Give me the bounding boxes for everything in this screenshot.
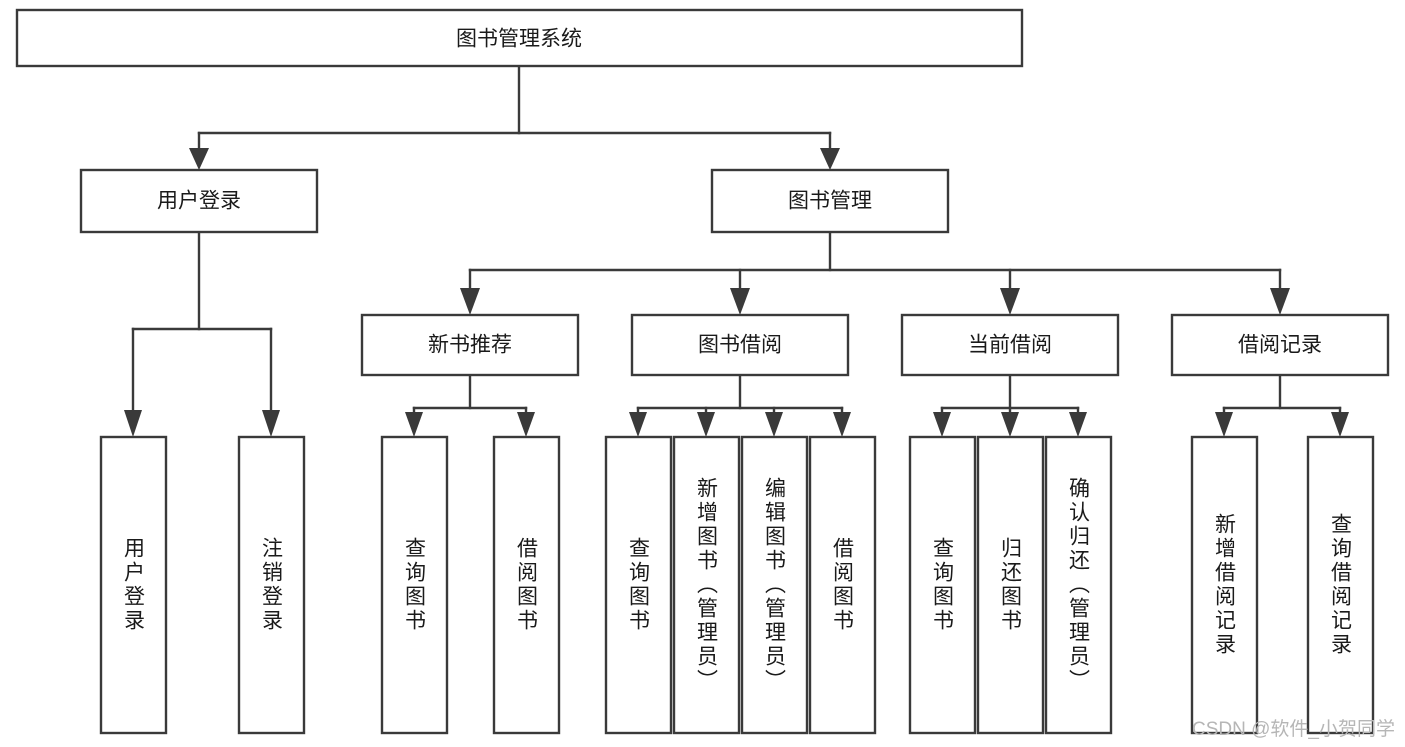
leaf-current-borrow-2-label: 确认归还（管理员）: [1067, 477, 1091, 693]
node-user-login[interactable]: 用户登录: [79, 168, 319, 234]
leaf-borrow-record-1-label: 查询借阅记录: [1329, 513, 1353, 657]
node-user-login-box[interactable]: [79, 168, 319, 234]
arrow-head-icon: [1069, 412, 1087, 437]
node-root[interactable]: 图书管理系统: [15, 8, 1024, 68]
node-book-management-label: 图书管理: [788, 190, 872, 213]
leaf-book-borrow-2-label: 编辑图书（管理员）: [763, 477, 787, 693]
node-borrow-record[interactable]: 借阅记录: [1170, 313, 1390, 377]
leaf-current-borrow-0-box[interactable]: [908, 435, 977, 735]
node-borrow-record-label: 借阅记录: [1238, 334, 1322, 357]
leaf-book-borrow-3-box[interactable]: [808, 435, 877, 735]
leaf-book-borrow-2-box[interactable]: [740, 435, 809, 735]
leaf-current-borrow-1-label: 归还图书: [999, 537, 1023, 633]
leaf-new-book-1-label: 借阅图书: [515, 537, 539, 633]
node-current-borrow[interactable]: 当前借阅: [900, 313, 1120, 377]
leaf-new-book-0-label: 查询图书: [403, 537, 427, 633]
arrow-head-icon: [124, 410, 142, 437]
watermark-text: CSDN @软件_小贺同学: [1192, 719, 1395, 740]
leaf-user-login-1[interactable]: 注销登录: [237, 435, 306, 735]
arrow-head-icon: [1270, 288, 1290, 315]
leaf-current-borrow-0[interactable]: 查询图书: [908, 435, 977, 735]
leaf-current-borrow-1-box[interactable]: [976, 435, 1045, 735]
node-new-book-recommend-label: 新书推荐: [428, 334, 512, 357]
leaf-book-borrow-0-box[interactable]: [604, 435, 673, 735]
node-current-borrow-box[interactable]: [900, 313, 1120, 377]
node-user-login-label: 用户登录: [157, 190, 241, 213]
leaf-user-login-1-label: 注销登录: [260, 537, 284, 633]
node-book-borrow[interactable]: 图书借阅: [630, 313, 850, 377]
leaf-borrow-record-1-box[interactable]: [1306, 435, 1375, 735]
arrow-head-icon: [405, 412, 423, 437]
leaf-current-borrow-2[interactable]: 确认归还（管理员）: [1044, 435, 1113, 735]
leaf-user-login-1-box[interactable]: [237, 435, 306, 735]
node-book-borrow-box[interactable]: [630, 313, 850, 377]
arrow-head-icon: [1215, 412, 1233, 437]
connector-layer: [124, 64, 1349, 437]
arrow-head-icon: [629, 412, 647, 437]
arrow-head-icon: [460, 288, 480, 315]
leaf-book-borrow-3-label: 借阅图书: [831, 537, 855, 633]
arrow-head-icon: [1001, 412, 1019, 437]
arrow-head-icon: [730, 288, 750, 315]
node-book-borrow-label: 图书借阅: [698, 334, 782, 357]
leaf-current-borrow-1[interactable]: 归还图书: [976, 435, 1045, 735]
arrow-head-icon: [820, 148, 840, 170]
leaf-book-borrow-2[interactable]: 编辑图书（管理员）: [740, 435, 809, 735]
node-new-book-recommend-box[interactable]: [360, 313, 580, 377]
arrow-head-icon: [1331, 412, 1349, 437]
arrow-head-icon: [697, 412, 715, 437]
leaf-new-book-1[interactable]: 借阅图书: [492, 435, 561, 735]
node-current-borrow-label: 当前借阅: [968, 334, 1052, 357]
node-borrow-record-box[interactable]: [1170, 313, 1390, 377]
leaf-user-login-0-label: 用户登录: [122, 537, 146, 633]
node-new-book-recommend[interactable]: 新书推荐: [360, 313, 580, 377]
arrow-head-icon: [765, 412, 783, 437]
leaf-book-borrow-1[interactable]: 新增图书（管理员）: [672, 435, 741, 735]
node-book-management[interactable]: 图书管理: [710, 168, 950, 234]
leaf-book-borrow-0-label: 查询图书: [627, 537, 651, 633]
arrow-head-icon: [262, 410, 280, 437]
node-book-management-box[interactable]: [710, 168, 950, 234]
leaf-current-borrow-2-box[interactable]: [1044, 435, 1113, 735]
leaf-book-borrow-0[interactable]: 查询图书: [604, 435, 673, 735]
arrow-head-icon: [189, 148, 209, 170]
leaf-borrow-record-0-label: 新增借阅记录: [1213, 513, 1237, 657]
arrow-head-icon: [833, 412, 851, 437]
leaf-new-book-1-box[interactable]: [492, 435, 561, 735]
leaf-new-book-0-box[interactable]: [380, 435, 449, 735]
leaf-book-borrow-3[interactable]: 借阅图书: [808, 435, 877, 735]
arrow-head-icon: [1000, 288, 1020, 315]
leaf-user-login-0-box[interactable]: [99, 435, 168, 735]
arrow-head-icon: [933, 412, 951, 437]
leaf-current-borrow-0-label: 查询图书: [931, 537, 955, 633]
leaf-book-borrow-1-box[interactable]: [672, 435, 741, 735]
arrow-head-icon: [517, 412, 535, 437]
leaf-borrow-record-0[interactable]: 新增借阅记录: [1190, 435, 1259, 735]
leaf-borrow-record-1[interactable]: 查询借阅记录: [1306, 435, 1375, 735]
node-root-label: 图书管理系统: [456, 28, 582, 51]
node-root-box[interactable]: [15, 8, 1024, 68]
leaf-user-login-0[interactable]: 用户登录: [99, 435, 168, 735]
leaf-borrow-record-0-box[interactable]: [1190, 435, 1259, 735]
leaf-book-borrow-1-label: 新增图书（管理员）: [695, 477, 719, 693]
leaf-new-book-0[interactable]: 查询图书: [380, 435, 449, 735]
